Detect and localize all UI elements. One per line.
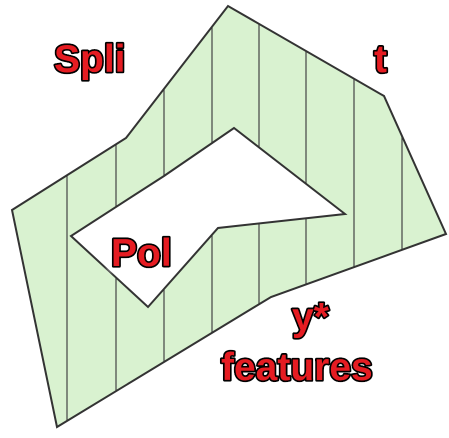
polygon-shape	[12, 6, 446, 427]
label-spli: Spli	[54, 38, 126, 81]
label-t: t	[374, 38, 387, 81]
polygon-outline	[10, 4, 448, 429]
label-pol: Pol	[111, 232, 172, 275]
label-features: features	[221, 346, 373, 389]
label-y-star: y*	[292, 296, 330, 339]
